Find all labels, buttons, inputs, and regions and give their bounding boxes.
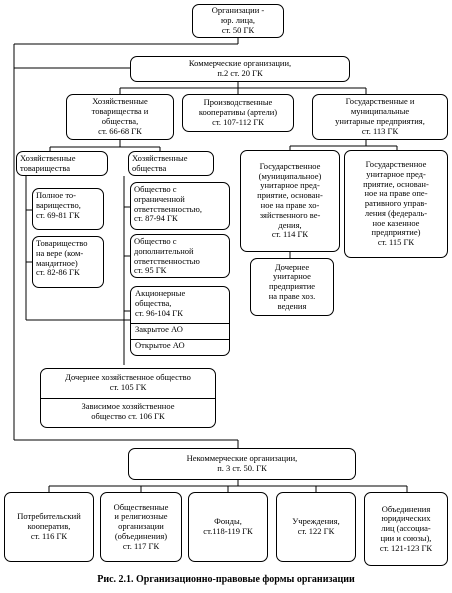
alc-box: Общество с дополнительной ответственност…: [130, 234, 230, 278]
public-org-label: Общественные и религиозные организации (…: [113, 501, 169, 551]
unitary-box: Государственные и муниципальные унитарны…: [312, 94, 448, 140]
closed-jsc-row: Закрытое АО: [131, 323, 229, 335]
institutions-box: Учреждения, ст. 122 ГК: [276, 492, 356, 562]
noncommercial-box: Некоммерческие организации, п. 3 ст. 50.…: [128, 448, 356, 480]
subsidiary-label: Дочернее хозяйственное общество ст. 105 …: [65, 372, 191, 392]
limited-partnership-label: Товарищество на вере (ком- мандитное) ст…: [36, 238, 88, 278]
economic-label: Хозяйственные товарищества и общества, с…: [91, 96, 149, 136]
unitary-econ-box: Государственное (муниципальное) унитарно…: [240, 150, 340, 252]
alc-label: Общество с дополнительной ответственност…: [134, 236, 200, 276]
funds-box: Фонды, ст.118-119 ГК: [188, 492, 268, 562]
subsidiary-section: Дочернее хозяйственное общество ст. 105 …: [41, 369, 215, 395]
associations-label: Объединения юридических лиц (ассоциа- ци…: [379, 503, 433, 553]
institutions-label: Учреждения, ст. 122 ГК: [292, 516, 340, 536]
open-jsc-row: Открытое АО: [131, 339, 229, 351]
public-org-box: Общественные и религиозные организации (…: [100, 492, 182, 562]
limited-partnership-box: Товарищество на вере (ком- мандитное) ст…: [32, 236, 104, 288]
funds-label: Фонды, ст.118-119 ГК: [203, 516, 253, 536]
unitary-oper-label: Государственное унитарное пред- приятие,…: [363, 159, 429, 248]
societies-box: Хозяйственные общества: [128, 151, 214, 176]
noncommercial-label: Некоммерческие организации, п. 3 ст. 50.…: [186, 453, 298, 473]
dependent-section: Зависимое хозяйственное общество ст. 106…: [41, 398, 215, 425]
unitary-oper-box: Государственное унитарное пред- приятие,…: [344, 150, 448, 258]
figure-caption: Рис. 2.1. Организационно-правовые формы …: [97, 574, 355, 585]
unitary-econ-label: Государственное (муниципальное) унитарно…: [257, 160, 323, 240]
consumer-coop-box: Потребительский кооператив, ст. 116 ГК: [4, 492, 94, 562]
subsidiary-unitary-label: Дочернее унитарное предприятие на праве …: [268, 261, 316, 311]
coop-label: Производственные кооперативы (артели) ст…: [198, 97, 278, 127]
subsidiary-dependent-box: Дочернее хозяйственное общество ст. 105 …: [40, 368, 216, 428]
societies-label: Хозяйственные общества: [132, 153, 188, 173]
consumer-coop-label: Потребительский кооператив, ст. 116 ГК: [17, 511, 81, 541]
full-partnership-label: Полное то- варищество, ст. 69-81 ГК: [36, 190, 81, 220]
associations-box: Объединения юридических лиц (ассоциа- ци…: [364, 492, 448, 566]
closed-jsc-label: Закрытое АО: [135, 324, 183, 334]
root-box: Организации - юр. лица, ст. 50 ГК: [192, 4, 284, 38]
economic-box: Хозяйственные товарищества и общества, с…: [66, 94, 174, 140]
open-jsc-label: Открытое АО: [135, 340, 185, 350]
subsidiary-unitary-box: Дочернее унитарное предприятие на праве …: [250, 258, 334, 316]
coop-box: Производственные кооперативы (артели) ст…: [182, 94, 294, 132]
commercial-label: Коммерческие организации, п.2 ст. 20 ГК: [188, 58, 292, 78]
llc-label: Общество с ограниченной ответственностью…: [134, 184, 203, 224]
root-label: Организации - юр. лица, ст. 50 ГК: [211, 5, 265, 35]
partnerships-label: Хозяйственные товарищества: [20, 153, 76, 173]
llc-box: Общество с ограниченной ответственностью…: [130, 182, 230, 230]
partnerships-box: Хозяйственные товарищества: [16, 151, 108, 176]
jsc-label: Акционерные общества, ст. 96-104 ГК: [135, 288, 186, 318]
full-partnership-box: Полное то- варищество, ст. 69-81 ГК: [32, 188, 104, 230]
unitary-label: Государственные и муниципальные унитарны…: [335, 96, 425, 136]
jsc-box: Акционерные общества, ст. 96-104 ГК Закр…: [130, 286, 230, 356]
commercial-box: Коммерческие организации, п.2 ст. 20 ГК: [130, 56, 350, 82]
dependent-label: Зависимое хозяйственное общество ст. 106…: [81, 401, 175, 421]
